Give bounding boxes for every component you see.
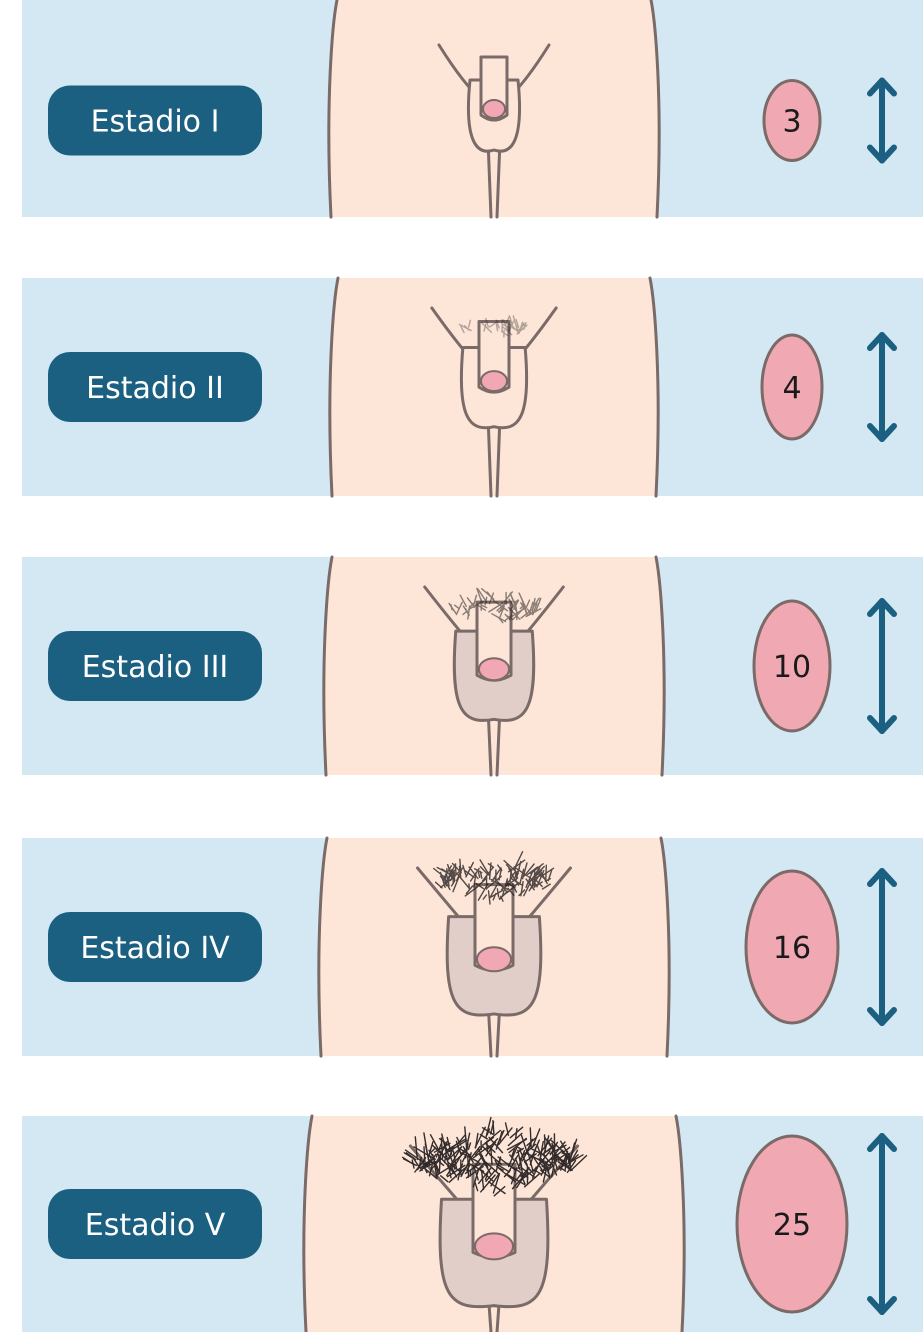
stage-label: Estadio I: [48, 86, 262, 156]
stage-label-text: Estadio IV: [80, 931, 230, 966]
stage-row: Estadio IV 16: [22, 838, 923, 1056]
stage-label-text: Estadio V: [85, 1208, 226, 1243]
stage-label: Estadio IV: [48, 912, 262, 982]
stage-label: Estadio V: [48, 1189, 262, 1259]
body-illustration: [329, 0, 659, 217]
body-illustration: [324, 557, 664, 775]
body-illustration: [330, 278, 658, 496]
body-illustration: [319, 838, 669, 1056]
stage-label-text: Estadio III: [82, 650, 229, 685]
testis-volume-value: 16: [773, 931, 811, 966]
testis-volume-value: 10: [773, 650, 811, 685]
stage-label-text: Estadio II: [86, 371, 224, 406]
stage-label: Estadio III: [48, 631, 262, 701]
testis-volume-value: 3: [782, 105, 801, 140]
stage-row: Estadio V 25: [22, 1116, 923, 1332]
stage-row: Estadio I 3: [22, 0, 923, 217]
testis-volume-marker: 3: [764, 81, 820, 161]
testis-volume-marker: 4: [762, 335, 822, 439]
stage-label-text: Estadio I: [91, 105, 220, 140]
testis-volume-value: 25: [773, 1208, 811, 1243]
testis-volume-marker: 16: [746, 871, 838, 1023]
stage-row: Estadio II 4: [22, 278, 923, 496]
body-illustration: [304, 1116, 684, 1332]
stage-row: Estadio III 10: [22, 557, 923, 775]
testis-volume-marker: 10: [754, 601, 830, 731]
stage-label: Estadio II: [48, 352, 262, 422]
testis-volume-value: 4: [782, 371, 801, 406]
testis-volume-marker: 25: [737, 1136, 847, 1312]
